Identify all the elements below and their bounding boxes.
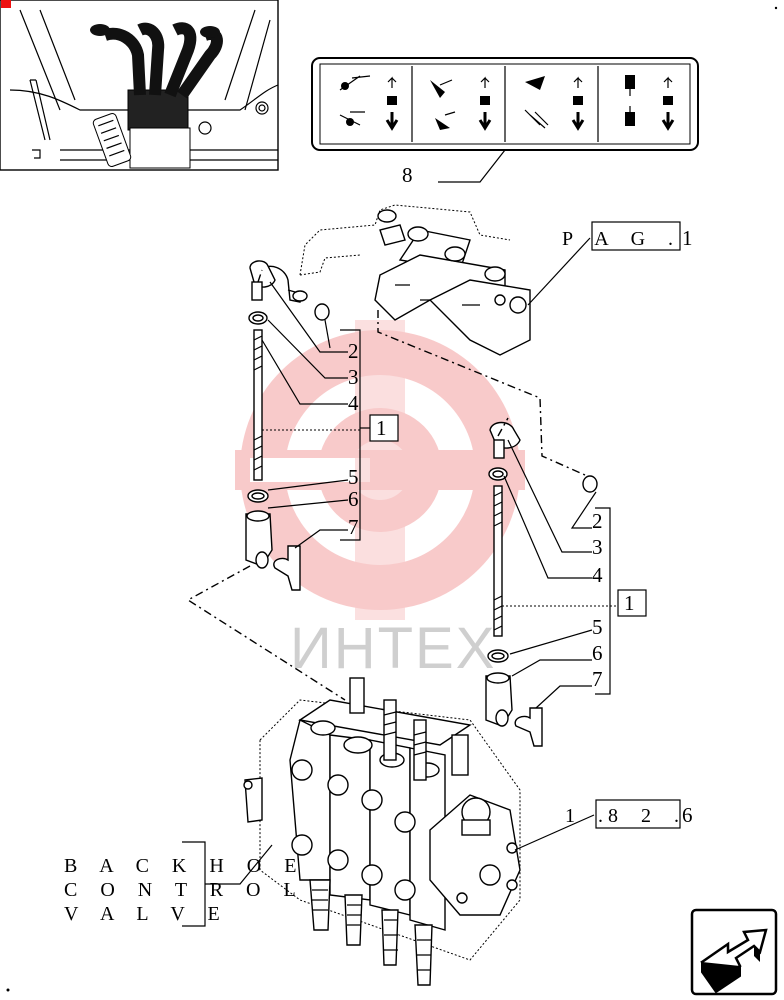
dipper-in-out-icon <box>430 76 492 131</box>
left-item-3: 3 <box>348 365 359 389</box>
page-reference-label: P A G . <box>562 228 682 250</box>
right-item-3: 3 <box>592 535 603 559</box>
right-item-5: 5 <box>592 615 603 639</box>
valve-reference-box: 8 2 . <box>608 805 688 827</box>
boom-up-down-icon <box>339 75 399 131</box>
valve-label-line2: C O N T R O L <box>64 879 305 901</box>
right-item-4: 4 <box>592 563 603 587</box>
right-linkage-assembly <box>485 421 598 747</box>
left-item-7: 7 <box>348 515 359 539</box>
tractor-cab-thumbnail[interactable] <box>0 0 279 171</box>
left-item-6: 6 <box>348 487 359 511</box>
right-item-6: 6 <box>592 641 603 665</box>
right-item-2: 2 <box>592 509 603 533</box>
left-item-4: 4 <box>348 391 359 415</box>
backhoe-control-valve <box>243 677 521 986</box>
valve-reference-prefix: 1 . <box>565 805 612 827</box>
valve-reference-suffix: 6 <box>682 803 693 827</box>
page-reference-number: 1 <box>682 226 693 250</box>
bucket-curl-icon <box>524 76 585 131</box>
left-item-2: 2 <box>348 339 359 363</box>
left-assembly-ref: 1 <box>376 416 387 440</box>
watermark-logo <box>235 320 525 620</box>
valve-label-line1: B A C K H O E <box>64 855 305 877</box>
swing-icon <box>625 75 675 131</box>
next-page-arrow-icon[interactable] <box>690 908 778 996</box>
right-assembly-ref: 1 <box>624 591 635 615</box>
left-item-5: 5 <box>348 465 359 489</box>
valve-label-line3: V A L V E <box>64 903 229 925</box>
decal-callout-number: 8 <box>402 163 413 187</box>
watermark-text: ИНТЕХ <box>290 616 496 681</box>
left-linkage-assembly <box>245 260 330 591</box>
right-item-7: 7 <box>592 667 603 691</box>
control-pattern-decal[interactable] <box>311 57 699 151</box>
